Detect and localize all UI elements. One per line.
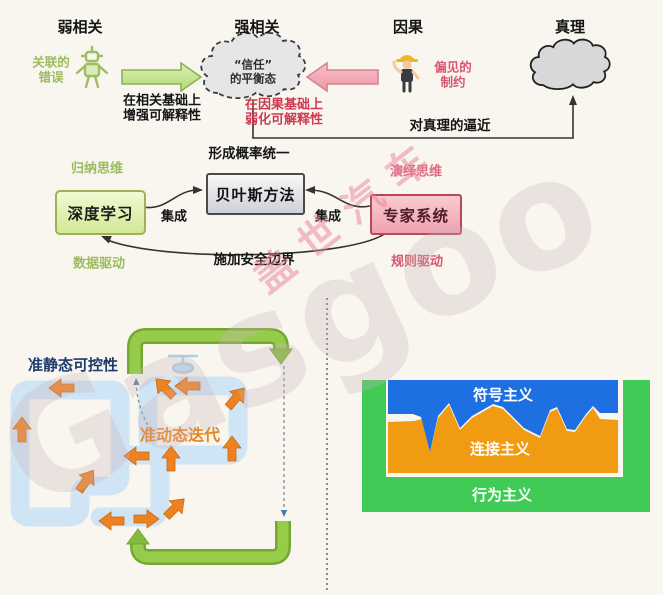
- weaken-explainability-note: 在因果基础上 弱化可解释性: [244, 97, 324, 128]
- flow-pipes: [10, 376, 248, 527]
- dashed-connectors: [135, 366, 285, 512]
- top-flow-connectors: [252, 95, 577, 139]
- bayesian-method-box: 贝叶斯方法: [206, 173, 305, 215]
- header-truth: 真理: [554, 18, 586, 37]
- symbolism-block: [388, 380, 618, 452]
- deep-learning-box: 深度学习: [55, 190, 146, 235]
- enhance-arrow-icon: [121, 61, 203, 93]
- truth-cloud-icon: [529, 38, 611, 91]
- enhance-explainability-note: 在相关基础上 增强可解释性: [122, 93, 202, 124]
- symbolism-label: 符号主义: [472, 386, 534, 405]
- robot-icon: [75, 45, 109, 89]
- green-loop-arrow-top: [127, 328, 293, 374]
- arrowhead-into-bayes-right: [305, 186, 315, 194]
- association-error-label: 关联的 错误: [32, 54, 70, 84]
- safety-boundary-label: 施加安全边界: [213, 252, 295, 269]
- header-strong-correlation: 强相关: [234, 18, 280, 37]
- integration-curves: [104, 189, 389, 256]
- quasi-static-label: 准静态可控性: [27, 356, 119, 375]
- green-loop-arrow-bottom: [126, 521, 291, 565]
- worker-icon: [392, 55, 420, 93]
- header-weak-correlation: 弱相关: [57, 18, 103, 37]
- data-driven-label: 数据驱动: [72, 256, 126, 272]
- deductive-thinking-label: 演绎思维: [389, 164, 443, 180]
- quasi-dynamic-label: 准动态迭代: [139, 425, 221, 445]
- connectionism-block: [388, 405, 618, 473]
- dashed-arrowhead-down: [280, 510, 288, 517]
- arrowhead-to-truth: [569, 95, 577, 105]
- arrowhead-into-bayes-left: [193, 186, 203, 194]
- inductive-thinking-label: 归纳思维: [70, 161, 124, 177]
- expert-system-box: 专家系统: [370, 194, 462, 235]
- behaviorism-container: [362, 380, 650, 512]
- dashed-arrowhead-up: [132, 377, 140, 386]
- integration-label-right: 集成: [314, 209, 342, 225]
- header-causality: 因果: [392, 18, 424, 37]
- paradigm-stack: [362, 380, 650, 512]
- connectionism-label: 连接主义: [469, 440, 531, 459]
- integration-label-left: 集成: [160, 209, 188, 225]
- probability-unification-label: 形成概率统一: [208, 146, 290, 163]
- weaken-arrow-icon: [305, 61, 379, 93]
- behaviorism-label: 行为主义: [471, 486, 533, 505]
- trust-cloud-label: “信任” 的平衡态: [230, 57, 276, 85]
- drone-icon: [167, 354, 199, 374]
- approach-truth-label: 对真理的逼近: [409, 118, 491, 135]
- bias-constraint-label: 偏见的 制约: [434, 59, 472, 89]
- rule-driven-label: 规则驱动: [390, 254, 444, 270]
